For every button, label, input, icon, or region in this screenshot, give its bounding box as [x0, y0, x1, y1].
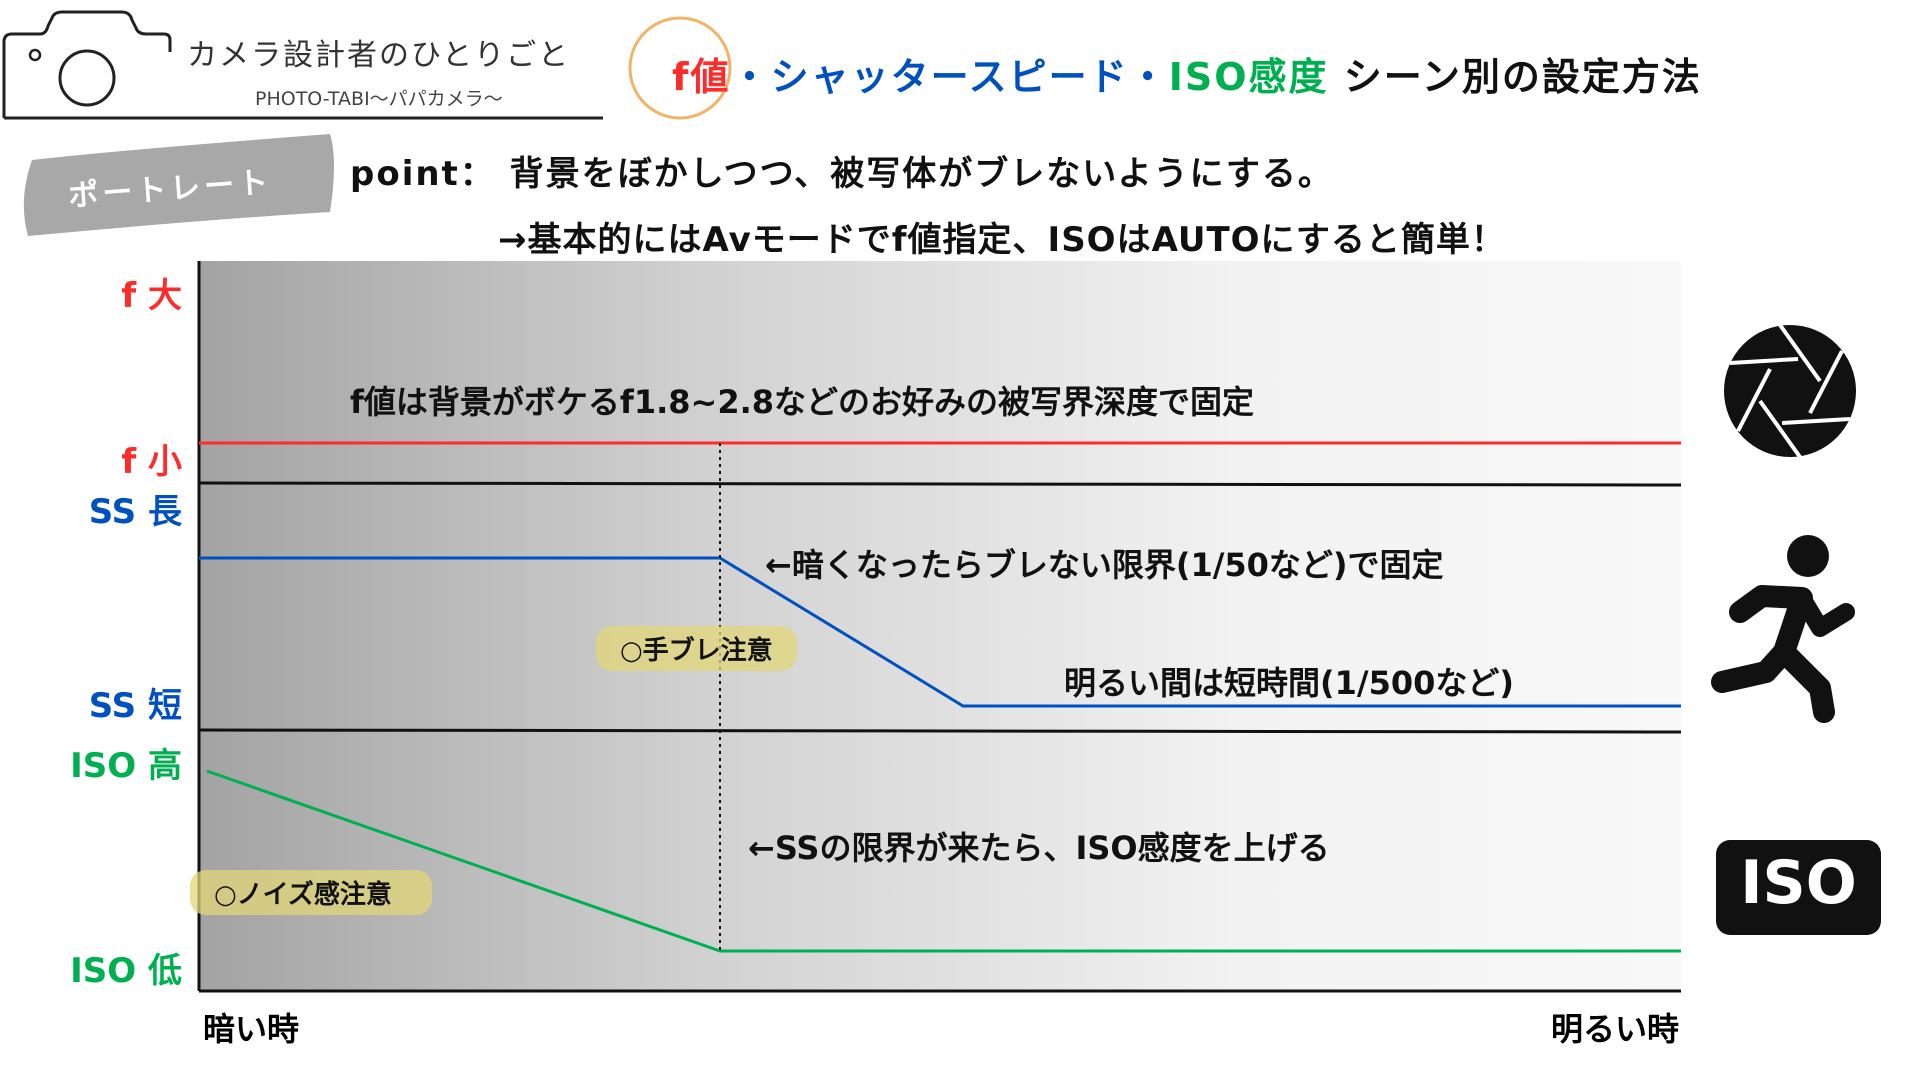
- point-line-1: point： 背景をぼかしつつ、被写体がブレないようにする。: [350, 154, 1334, 194]
- title-part: ・: [730, 55, 771, 99]
- note-iso-raise: ←SSの限界が来たら、ISO感度を上げる: [748, 829, 1330, 867]
- iso-badge-icon: ISO: [1740, 848, 1857, 918]
- label-dark: 暗い時: [203, 1010, 300, 1048]
- divider-f-ss: [198, 481, 1682, 487]
- blog-subtitle: PHOTO-TABI〜パパカメラ〜: [255, 88, 503, 110]
- title-part: シーン別の設定方法: [1328, 55, 1702, 99]
- camera-dot: [28, 48, 42, 62]
- shake-warning: ○手ブレ注意: [596, 626, 797, 671]
- blog-title: カメラ設計者のひとりごと: [187, 38, 571, 73]
- point-line-2: →基本的にはAvモードでf値指定、ISOはAUTOにすると簡単！: [498, 220, 1506, 260]
- label-f-small: f 小: [121, 442, 182, 482]
- note-ss-bright: 明るい間は短時間(1/500など): [1064, 664, 1515, 702]
- aperture-icon: [1724, 323, 1856, 459]
- title-accent-circle: [628, 16, 732, 120]
- note-fvalue: f値は背景がボケるf1.8~2.8などのお好みの被写界深度で固定: [350, 383, 1255, 421]
- note-ss-limit: ←暗くなったらブレない限界(1/50など)で固定: [765, 546, 1444, 584]
- chart-background: [199, 261, 1681, 991]
- title-part: シャッタースピード: [770, 55, 1129, 99]
- label-f-large: f 大: [121, 276, 182, 316]
- divider-ss-iso: [198, 728, 1682, 734]
- label-bright: 明るい時: [1550, 1010, 1679, 1048]
- ss-line: [199, 556, 1681, 708]
- label-ss-short: SS 短: [88, 686, 182, 726]
- iso-line: [206, 769, 1681, 953]
- camera-lens: [58, 49, 116, 107]
- title-part: f値: [672, 55, 731, 99]
- title-part: ISO感度: [1168, 55, 1329, 99]
- label-iso-high: ISO 高: [70, 746, 182, 786]
- label-ss-long: SS 長: [88, 492, 182, 532]
- iso-badge-background: [1716, 840, 1881, 935]
- camera-logo-outline: [2, 10, 603, 120]
- noise-warning: ○ノイズ感注意: [190, 870, 432, 915]
- running-person-icon: [1711, 535, 1855, 723]
- page-title: f値・シャッタースピード・ISO感度 シーン別の設定方法: [672, 46, 1702, 101]
- title-part: ・: [1128, 55, 1169, 99]
- label-iso-low: ISO 低: [70, 951, 182, 991]
- scene-tag-background: [23, 134, 334, 236]
